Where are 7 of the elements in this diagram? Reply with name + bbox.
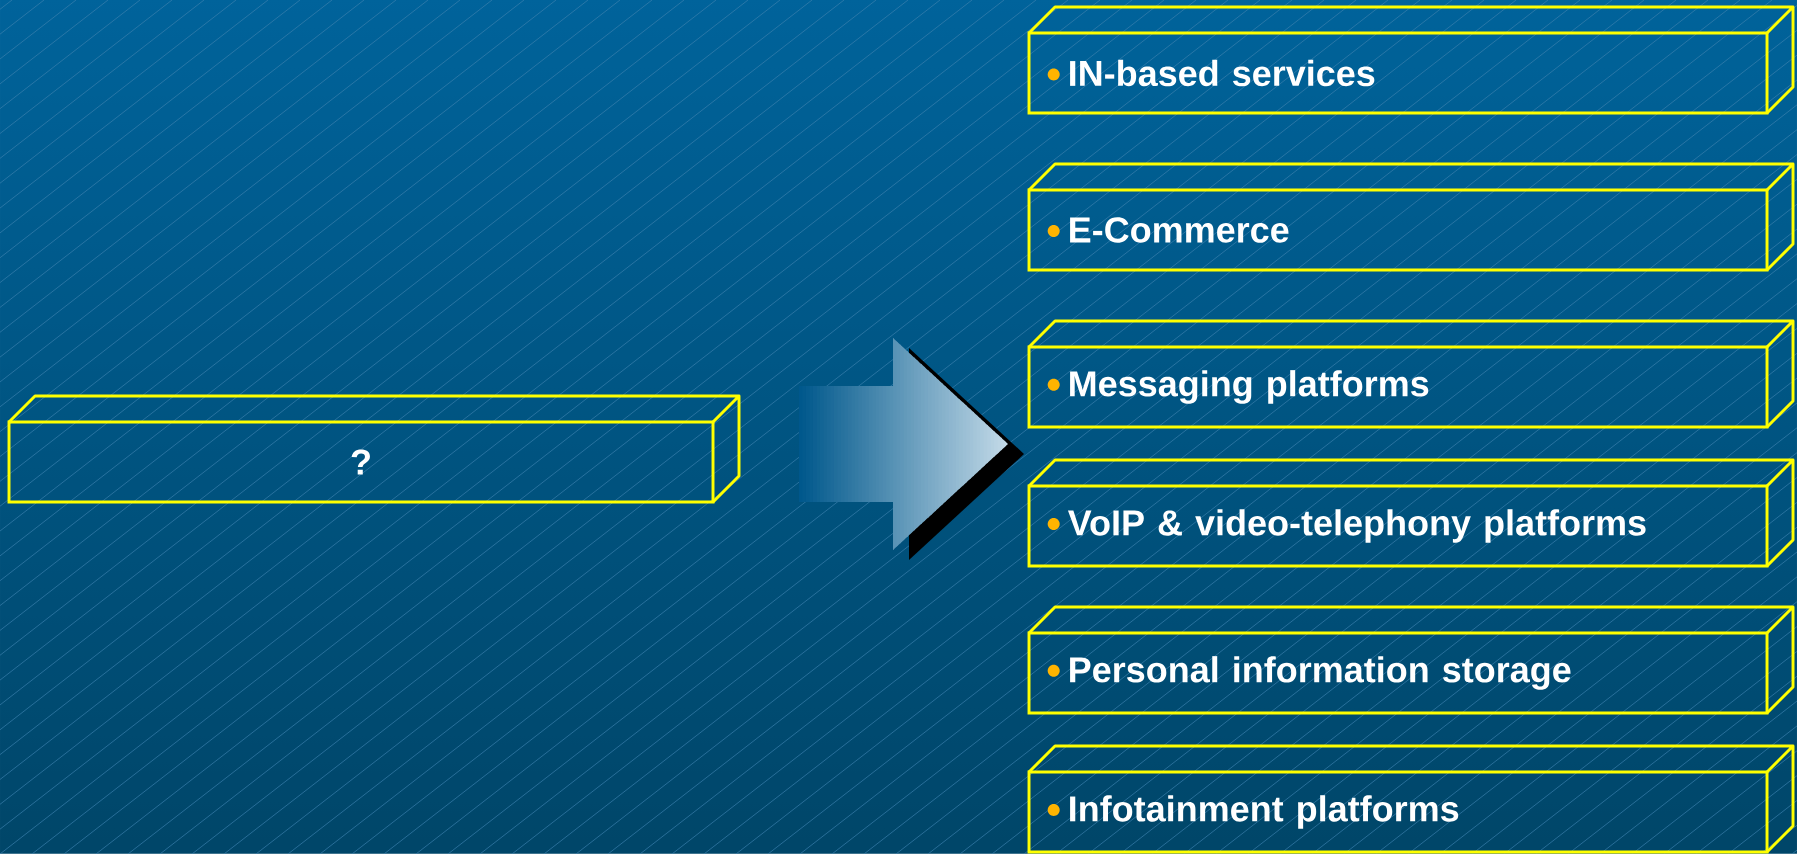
block-box: Infotainment platforms (1027, 744, 1795, 854)
block-box: Messaging platforms (1027, 319, 1795, 429)
block-box: Personal information storage (1027, 605, 1795, 715)
block-box: ? (7, 394, 741, 504)
block-box: E-Commerce (1027, 162, 1795, 272)
block-box: IN-based services (1027, 5, 1795, 115)
block-box: VoIP & video-telephony platforms (1027, 458, 1795, 568)
